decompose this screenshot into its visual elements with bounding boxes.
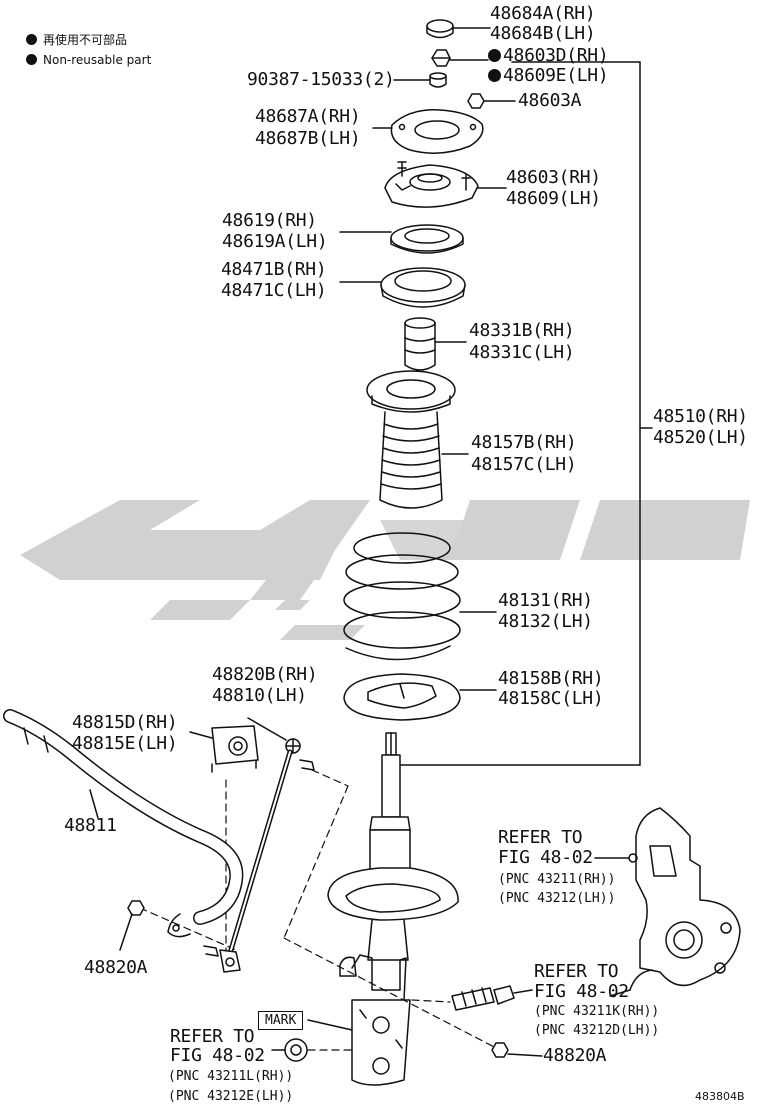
figure-id: 483804B (695, 1090, 745, 1103)
nut-48820a-left (119, 900, 145, 951)
legend-text: Non-reusable part (43, 53, 152, 67)
ref-knuckle-line2[interactable]: FIG 48-02 (498, 847, 593, 868)
label-48603a[interactable]: 48603A (518, 90, 582, 111)
spacer-90387 (393, 72, 447, 88)
ref-knuckle-line1: REFER TO (498, 827, 583, 848)
dust-cap-48684 (426, 19, 491, 39)
ref-bolt-line1: REFER TO (534, 961, 619, 982)
label-48603d[interactable]: 48603D(RH) (488, 46, 609, 66)
label-90387[interactable]: 90387-15033(2) (247, 69, 395, 90)
label-48471c[interactable]: 48471C(LH) (221, 280, 327, 301)
label-48131[interactable]: 48131(RH) (498, 590, 593, 611)
shock-absorber (327, 732, 459, 1086)
ref-knuckle-pnc2: (PNC 43212(LH)) (498, 891, 616, 906)
ref-nut-pnc1: (PNC 43211L(RH)) (168, 1069, 294, 1084)
label-48609[interactable]: 48609(LH) (506, 188, 601, 209)
label-48510[interactable]: 48510(RH) (653, 406, 748, 427)
coil-spring-48131 (343, 532, 497, 661)
ref-nut-line2[interactable]: FIG 48-02 (170, 1045, 265, 1066)
bearing-48619 (339, 224, 464, 254)
label-48132[interactable]: 48132(LH) (498, 611, 593, 632)
watermark-logo (20, 500, 750, 640)
nut-48603d (431, 49, 489, 67)
dashed-guides (139, 769, 501, 1051)
label-48157b[interactable]: 48157B(RH) (471, 432, 577, 453)
ref-bolt-pnc2: (PNC 43212D(LH)) (534, 1023, 660, 1038)
label-48158b[interactable]: 48158B(RH) (498, 668, 604, 689)
label-48687b[interactable]: 48687B(LH) (255, 128, 361, 149)
bump-stopper-48331 (404, 317, 467, 371)
ref-bolt-line2[interactable]: FIG 48-02 (534, 981, 629, 1002)
label-48619[interactable]: 48619(RH) (222, 210, 317, 231)
label-48815d[interactable]: 48815D(RH) (72, 712, 178, 733)
label-48820a-left[interactable]: 48820A (84, 957, 148, 978)
label-48157c[interactable]: 48157C(LH) (471, 454, 577, 475)
bolt (451, 985, 533, 1011)
nut-48820a-right (491, 1042, 543, 1058)
steering-knuckle (594, 807, 741, 997)
label-48684a[interactable]: 48684A(RH) (490, 3, 596, 24)
label-48158c[interactable]: 48158C(LH) (498, 688, 604, 709)
label-48687a[interactable]: 48687A(RH) (255, 106, 361, 127)
ref-nut-pnc2: (PNC 43212E(LH)) (168, 1089, 294, 1104)
label-48820b[interactable]: 48820B(RH) (212, 664, 318, 685)
legend-item-jp: 再使用不可部品 (26, 30, 151, 50)
label-48820a-right[interactable]: 48820A (543, 1045, 607, 1066)
mark-label: MARK (258, 1011, 304, 1030)
label-48520[interactable]: 48520(LH) (653, 427, 748, 448)
label-48684b[interactable]: 48684B(LH) (490, 23, 596, 44)
label-48609e[interactable]: 48609E(LH) (488, 66, 609, 86)
gasket-48687 (372, 109, 484, 154)
stabilizer-link-48820b (203, 717, 315, 973)
stabilizer-bar-48811 (3, 709, 244, 938)
ref-bolt-pnc1: (PNC 43211K(RH)) (534, 1004, 660, 1019)
legend-item-en: Non-reusable part (26, 50, 151, 70)
collar-nut (271, 1038, 308, 1062)
ref-knuckle-pnc1: (PNC 43211(RH)) (498, 872, 616, 887)
label-48619a[interactable]: 48619A(LH) (222, 231, 328, 252)
label-48810[interactable]: 48810(LH) (212, 685, 307, 706)
bullet-dot-icon (26, 54, 37, 65)
bullet-dot-icon (26, 34, 37, 45)
stabilizer-bushing-48815 (189, 725, 259, 773)
spring-insulator-48158 (343, 673, 497, 721)
dust-boot-48157 (366, 370, 469, 509)
label-48811[interactable]: 48811 (64, 815, 117, 836)
strut-mount-48603 (384, 161, 507, 208)
ref-nut-line1: REFER TO (170, 1026, 255, 1047)
label-48603[interactable]: 48603(RH) (506, 167, 601, 188)
label-48331b[interactable]: 48331B(RH) (469, 320, 575, 341)
nut-48603a (467, 93, 516, 109)
legend: 再使用不可部品 Non-reusable part (26, 30, 151, 70)
legend-text: 再使用不可部品 (43, 33, 128, 47)
label-48331c[interactable]: 48331C(LH) (469, 342, 575, 363)
label-48815e[interactable]: 48815E(LH) (72, 733, 178, 754)
spring-seat-48471 (339, 267, 466, 308)
label-48471b[interactable]: 48471B(RH) (221, 259, 327, 280)
